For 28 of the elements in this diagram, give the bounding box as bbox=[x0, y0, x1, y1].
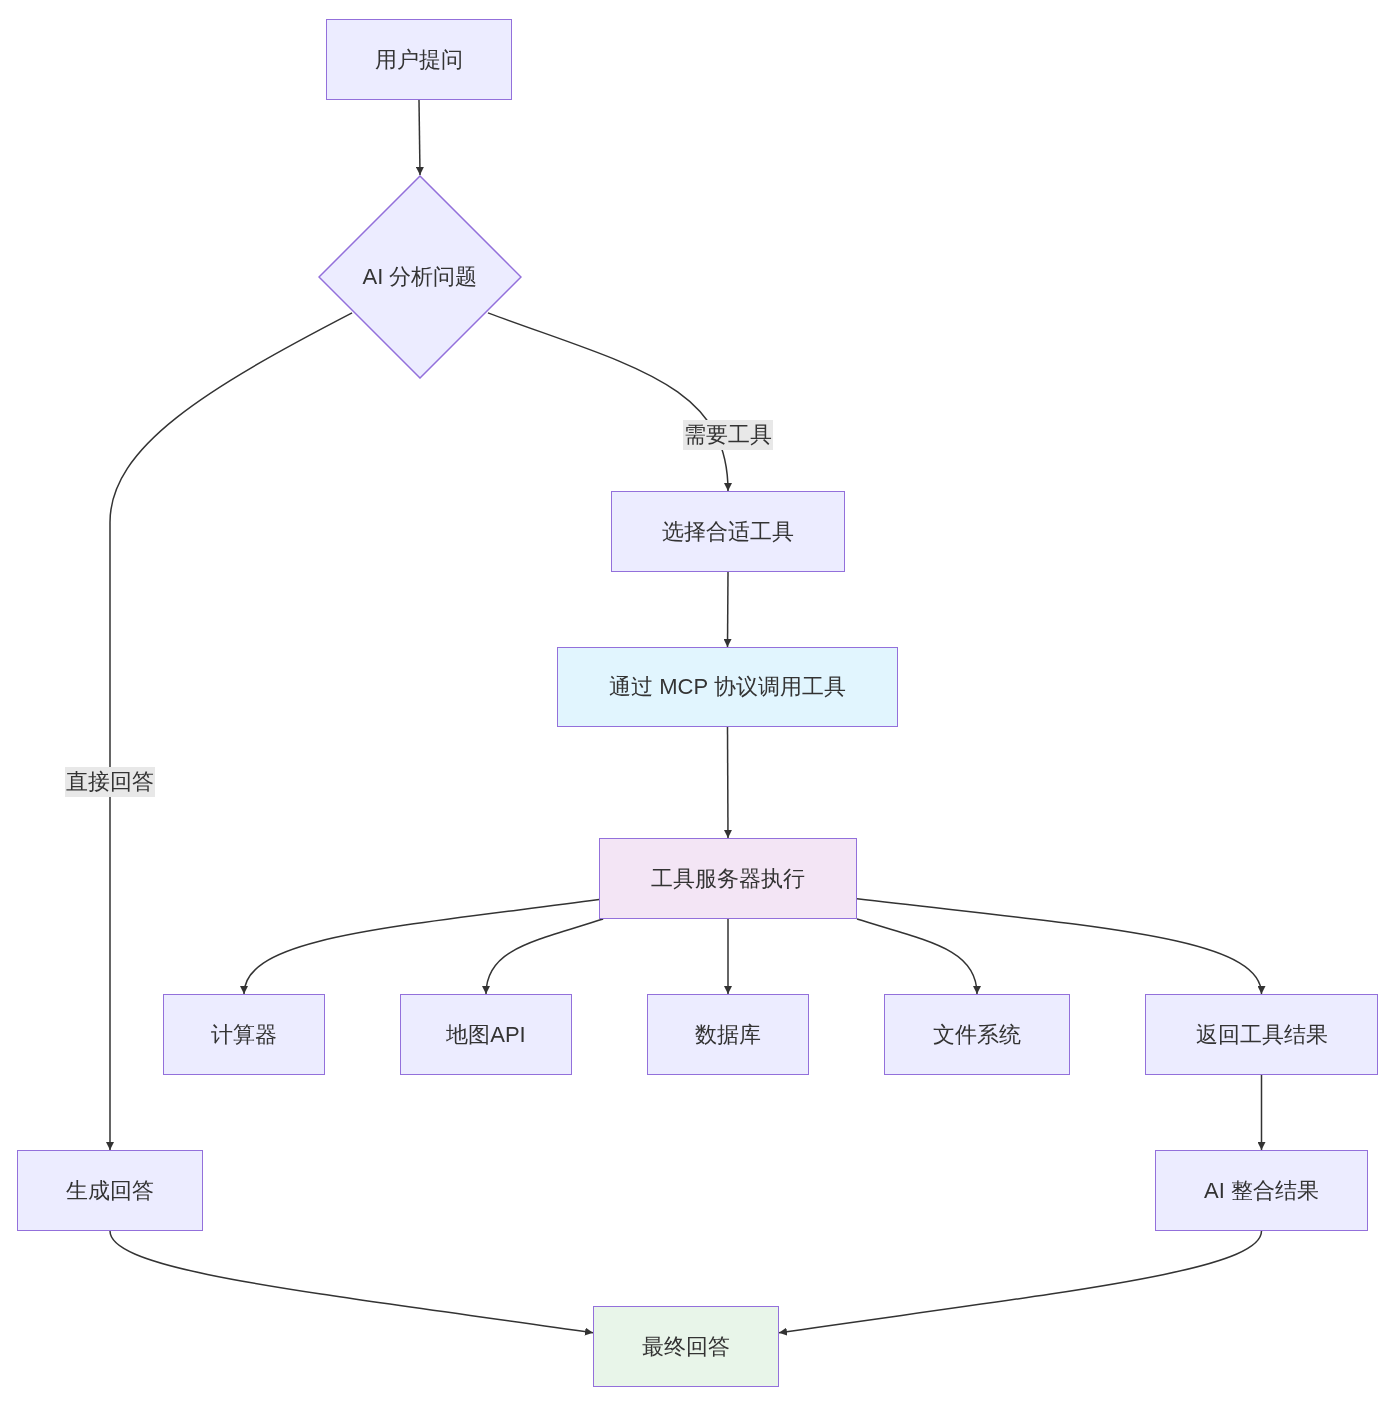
process-box: 返回工具结果 bbox=[1145, 994, 1378, 1075]
arrow bbox=[723, 726, 732, 839]
process-box: 选择合适工具 bbox=[611, 491, 845, 572]
process-box: 数据库 bbox=[647, 994, 809, 1075]
arrow bbox=[482, 918, 604, 995]
arrow bbox=[856, 898, 1264, 995]
process-box: 工具服务器执行 bbox=[599, 838, 857, 919]
arrow bbox=[724, 918, 732, 995]
process-box: AI 整合结果 bbox=[1155, 1150, 1368, 1231]
process-box: 生成回答 bbox=[17, 1150, 203, 1231]
arrow bbox=[723, 571, 732, 648]
arrow bbox=[415, 99, 424, 176]
process-box: 通过 MCP 协议调用工具 bbox=[557, 647, 898, 727]
arrow bbox=[109, 1230, 594, 1336]
arrow bbox=[487, 312, 732, 492]
process-box: 文件系统 bbox=[884, 994, 1070, 1075]
arrow bbox=[1257, 1074, 1266, 1151]
edge-label: 直接回答 bbox=[65, 766, 155, 797]
edge-label: 需要工具 bbox=[683, 419, 773, 450]
arrow bbox=[778, 1230, 1263, 1336]
process-box: 计算器 bbox=[163, 994, 325, 1075]
process-box: 用户提问 bbox=[326, 19, 512, 100]
process-box: 地图API bbox=[400, 994, 572, 1075]
process-box: 最终回答 bbox=[593, 1306, 779, 1387]
decision-diamond: AI 分析问题 bbox=[318, 175, 522, 379]
arrow bbox=[856, 918, 981, 995]
arrow bbox=[106, 312, 353, 1151]
arrow bbox=[241, 898, 600, 995]
